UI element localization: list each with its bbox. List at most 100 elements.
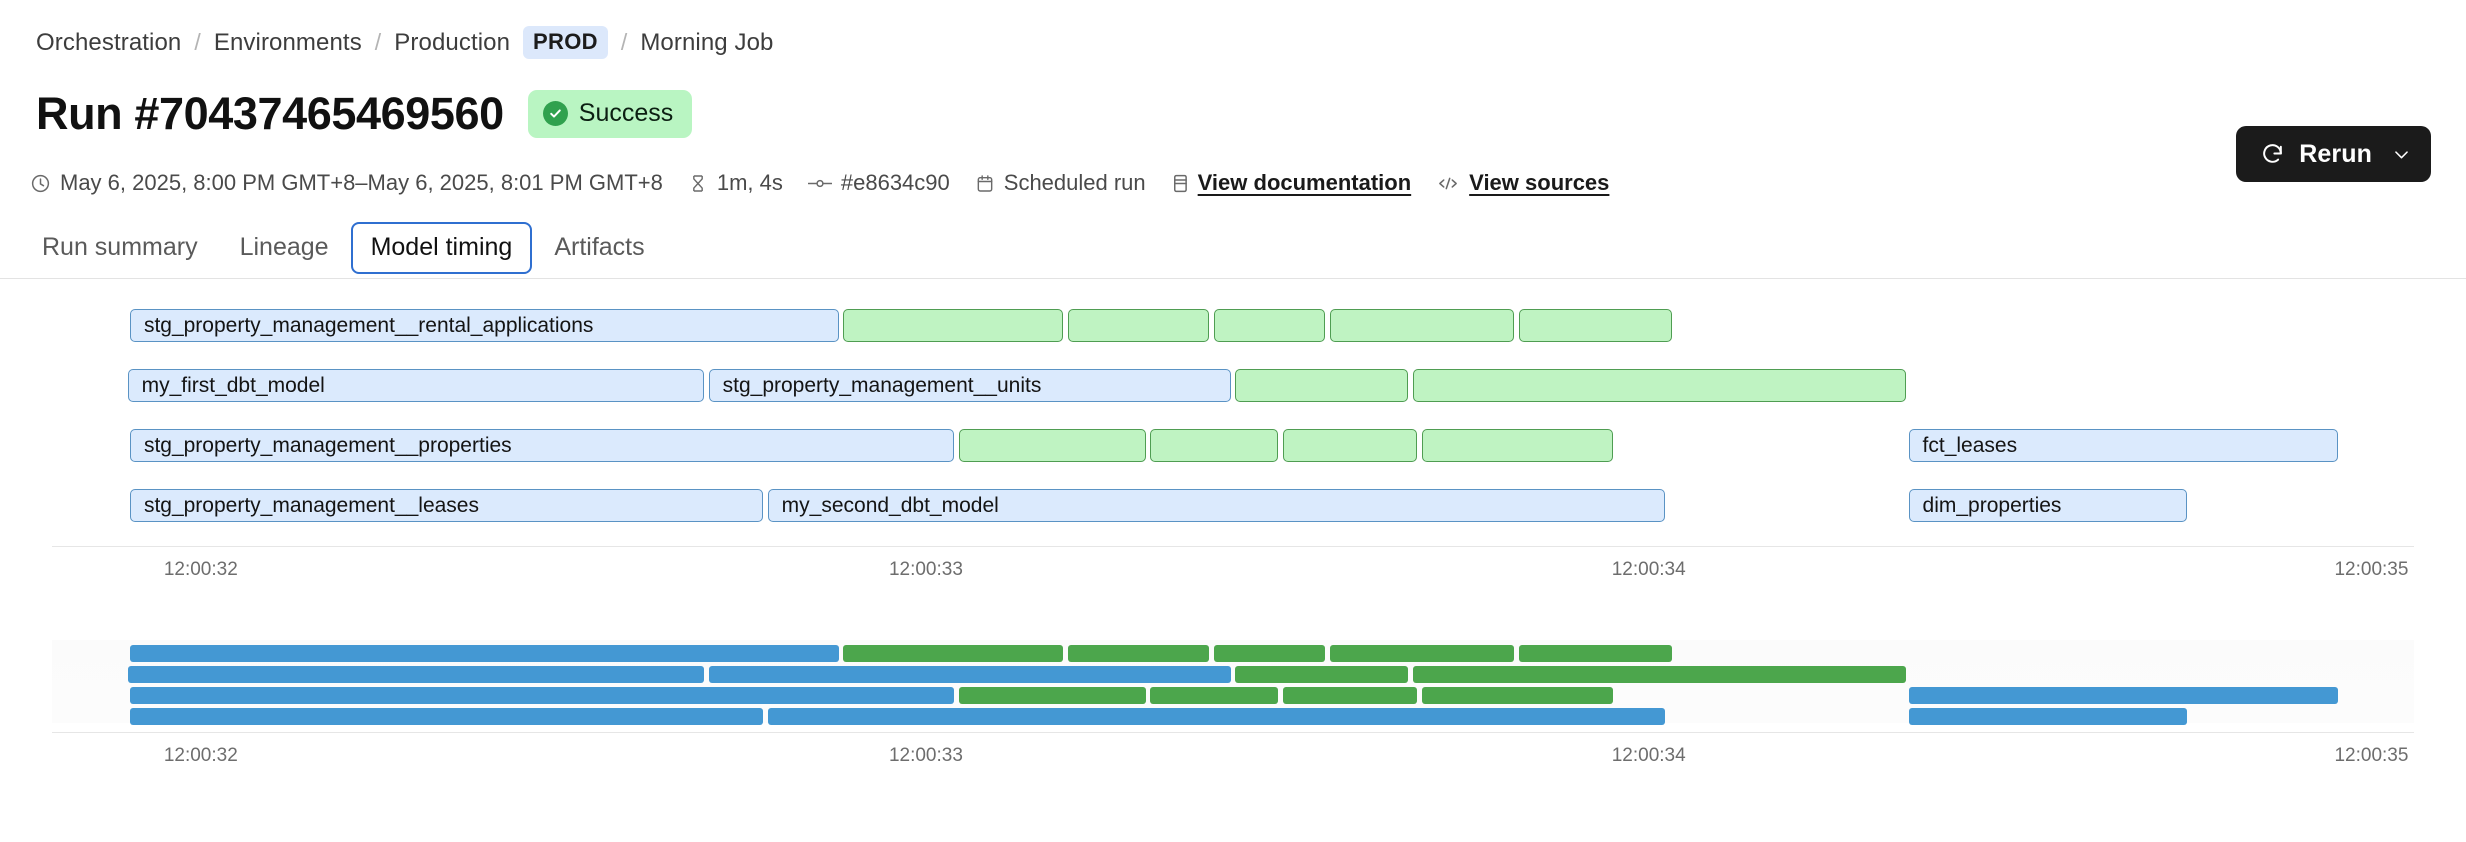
- gantt-row: stg_property_management__leases my_second…: [0, 480, 2466, 540]
- overview-bar[interactable]: [1908, 687, 2339, 704]
- axis-line: [52, 546, 2414, 547]
- overview-bar[interactable]: [1067, 645, 1210, 662]
- overview-row: [0, 706, 2466, 727]
- breadcrumb-item-morning-job[interactable]: Morning Job: [640, 28, 774, 56]
- breadcrumb: Orchestration / Environments / Productio…: [36, 26, 773, 59]
- overview-row: [0, 664, 2466, 685]
- meta-commit: #e8634c90: [807, 170, 950, 196]
- chevron-down-icon[interactable]: [2392, 145, 2411, 164]
- overview-bar[interactable]: [1235, 666, 1408, 683]
- gantt-bar-my-second-dbt-model[interactable]: my_second_dbt_model: [767, 489, 1666, 522]
- rerun-label: Rerun: [2299, 139, 2372, 168]
- overview-bar[interactable]: [843, 645, 1063, 662]
- overview-bar[interactable]: [708, 666, 1231, 683]
- title-row: Run #70437465469560 Success: [36, 88, 693, 140]
- gantt-bar-step[interactable]: [1067, 309, 1210, 342]
- gantt-bar-step[interactable]: [1214, 309, 1326, 342]
- tab-model-timing[interactable]: Model timing: [350, 222, 533, 274]
- meta-documentation[interactable]: View documentation: [1171, 170, 1412, 196]
- gantt-bar-step[interactable]: [1329, 309, 1515, 342]
- tab-artifacts[interactable]: Artifacts: [554, 233, 645, 261]
- overview-bar[interactable]: [129, 645, 839, 662]
- gantt-time-axis: 12:00:32 12:00:33 12:00:34 12:00:35: [0, 546, 2466, 590]
- gantt-row: stg_property_management__properties fct_l…: [0, 420, 2466, 480]
- gantt-bar-step[interactable]: [1235, 369, 1408, 402]
- overview-bar[interactable]: [127, 666, 704, 683]
- overview-row: [0, 685, 2466, 706]
- code-icon: [1436, 173, 1460, 194]
- meta-sources[interactable]: View sources: [1436, 170, 1609, 196]
- overview-bar[interactable]: [767, 708, 1666, 725]
- gantt-bar-label: my_first_dbt_model: [141, 373, 325, 397]
- overview-bar[interactable]: [129, 687, 955, 704]
- overview-bar[interactable]: [1214, 645, 1326, 662]
- tab-lineage[interactable]: Lineage: [239, 233, 329, 261]
- gantt-bar-step[interactable]: [1412, 369, 1907, 402]
- meta-trigger: Scheduled run: [975, 170, 1146, 196]
- gantt-bar-label: stg_property_management__properties: [143, 433, 512, 457]
- gantt-bar-label: stg_property_management__leases: [143, 493, 479, 517]
- gantt-row: my_first_dbt_model stg_property_managemen…: [0, 360, 2466, 420]
- breadcrumb-separator: /: [194, 29, 201, 55]
- view-sources-link[interactable]: View sources: [1469, 170, 1610, 195]
- gantt-bar-step[interactable]: [1282, 429, 1418, 462]
- gantt-bar-step[interactable]: [1518, 309, 1673, 342]
- rerun-button[interactable]: Rerun: [2236, 126, 2431, 182]
- axis-tick-label: 12:00:34: [1611, 559, 1686, 580]
- meta-duration-text: 1m, 4s: [716, 170, 783, 195]
- overview-time-axis: 12:00:32 12:00:33 12:00:34 12:00:35: [0, 732, 2466, 772]
- overview-bar[interactable]: [1518, 645, 1673, 662]
- view-documentation-link[interactable]: View documentation: [1197, 170, 1412, 195]
- axis-tick-label: 12:00:34: [1611, 745, 1686, 766]
- gantt-bar-dim-properties[interactable]: dim_properties: [1908, 489, 2188, 522]
- meta-timerange-text: May 6, 2025, 8:00 PM GMT+8–May 6, 2025, …: [60, 170, 663, 195]
- gantt-bar-step[interactable]: [1150, 429, 1278, 462]
- breadcrumb-item-orchestration[interactable]: Orchestration: [36, 28, 182, 56]
- gantt-bar-fct-leases[interactable]: fct_leases: [1908, 429, 2339, 462]
- gantt-bar-step[interactable]: [843, 309, 1063, 342]
- status-badge: Success: [527, 90, 693, 138]
- overview-bar[interactable]: [1908, 708, 2188, 725]
- gantt-bar-my-first-dbt-model[interactable]: my_first_dbt_model: [127, 369, 704, 402]
- overview-row: [0, 643, 2466, 664]
- overview-bar[interactable]: [1329, 645, 1515, 662]
- gantt-bar-stg-property-management--units[interactable]: stg_property_management__units: [708, 369, 1231, 402]
- model-timing-gantt: stg_property_management__rental_applicat…: [0, 300, 2466, 590]
- overview-bar[interactable]: [129, 708, 763, 725]
- gantt-bar-stg-property-management--leases[interactable]: stg_property_management__leases: [129, 489, 763, 522]
- overview-bar[interactable]: [1150, 687, 1278, 704]
- run-metadata: May 6, 2025, 8:00 PM GMT+8–May 6, 2025, …: [30, 170, 1634, 196]
- axis-tick-label: 12:00:33: [888, 559, 963, 580]
- gantt-bar-label: my_second_dbt_model: [781, 493, 999, 517]
- axis-line: [52, 732, 2414, 733]
- check-circle-icon: [542, 101, 568, 126]
- meta-commit-text: #e8634c90: [840, 170, 950, 195]
- gantt-bar-label: dim_properties: [1922, 493, 2062, 517]
- axis-tick-label: 12:00:35: [2334, 559, 2409, 580]
- axis-tick-label: 12:00:32: [163, 559, 238, 580]
- axis-tick-label: 12:00:35: [2334, 745, 2409, 766]
- gantt-bar-step[interactable]: [1421, 429, 1614, 462]
- overview-bar[interactable]: [1282, 687, 1418, 704]
- timeline-overview[interactable]: 12:00:32 12:00:33 12:00:34 12:00:35: [0, 640, 2466, 766]
- gantt-row: stg_property_management__rental_applicat…: [0, 300, 2466, 360]
- axis-tick-label: 12:00:32: [163, 745, 238, 766]
- overview-bar[interactable]: [959, 687, 1146, 704]
- overview-bar[interactable]: [1412, 666, 1907, 683]
- gantt-bar-label: stg_property_management__units: [722, 373, 1042, 397]
- gantt-bar-step[interactable]: [959, 429, 1146, 462]
- tab-bar: Run summary Lineage Model timing Artifac…: [22, 222, 665, 274]
- breadcrumb-item-environments[interactable]: Environments: [213, 28, 362, 56]
- gantt-bar-stg-property-management--properties[interactable]: stg_property_management__properties: [129, 429, 955, 462]
- tab-run-summary[interactable]: Run summary: [42, 233, 198, 261]
- hourglass-icon: [688, 173, 708, 194]
- calendar-icon: [975, 173, 995, 194]
- gantt-bar-label: fct_leases: [1922, 433, 2018, 457]
- breadcrumb-item-production[interactable]: Production: [394, 28, 511, 56]
- refresh-icon: [2260, 142, 2285, 167]
- meta-timerange: May 6, 2025, 8:00 PM GMT+8–May 6, 2025, …: [30, 170, 663, 196]
- axis-tick-label: 12:00:33: [888, 745, 963, 766]
- gantt-bar-stg-property-management--rental-applications[interactable]: stg_property_management__rental_applicat…: [129, 309, 839, 342]
- breadcrumb-separator: /: [620, 29, 628, 55]
- overview-bar[interactable]: [1421, 687, 1614, 704]
